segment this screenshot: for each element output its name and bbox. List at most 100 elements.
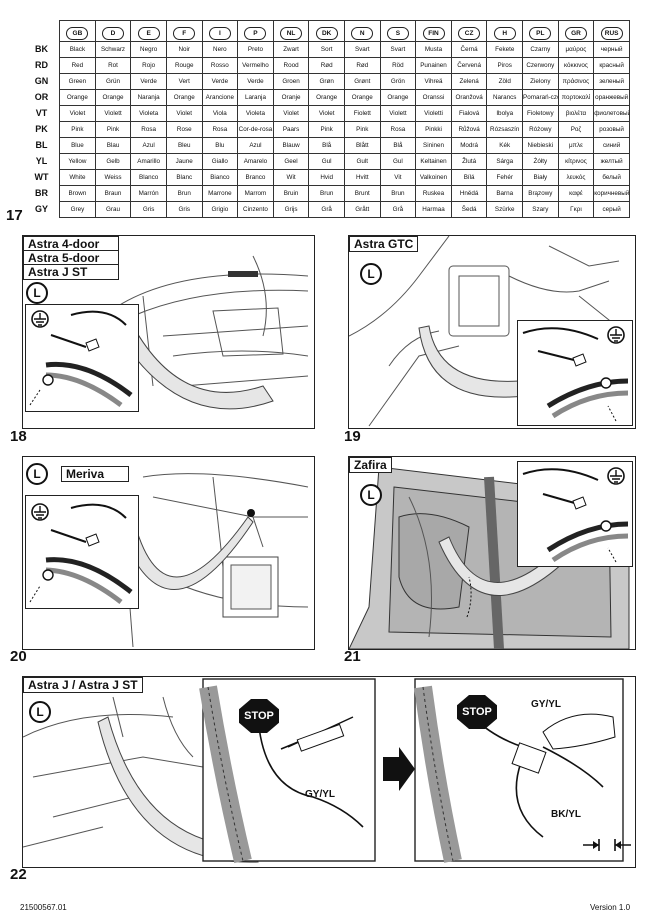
model-label-astra-5door: Astra 5-door [23, 250, 119, 266]
color-name-cell: Negro [130, 41, 167, 58]
color-name-cell: Blau [94, 137, 132, 154]
country-code-badge: S [386, 27, 409, 40]
color-name-cell: Preto [237, 41, 274, 58]
left-side-indicator: L [26, 282, 48, 304]
color-name-cell: Verde [237, 73, 274, 90]
color-name-cell: Brązowy [522, 185, 559, 202]
color-name-cell: Gris [130, 201, 167, 218]
country-code-badge: I [208, 27, 231, 40]
color-name-cell: πορτοκαλί [557, 89, 595, 106]
color-name-cell: Verde [201, 73, 239, 90]
color-name-cell: Pink [308, 121, 345, 138]
color-name-cell: Bruin [272, 185, 310, 202]
color-name-cell: Zielony [522, 73, 559, 90]
color-name-cell: Brunt [343, 185, 381, 202]
color-name-cell: Musta [415, 41, 452, 58]
color-name-cell: μαύρος [557, 41, 595, 58]
country-header: N [343, 20, 381, 42]
color-name-cell: πράσινος [557, 73, 595, 90]
step-number-17: 17 [6, 207, 23, 224]
color-name-cell: Fialová [450, 105, 488, 122]
color-name-cell: Blanc [165, 169, 203, 186]
color-name-cell: Blått [343, 137, 381, 154]
color-name-cell: Marrone [201, 185, 239, 202]
color-name-cell: Brun [379, 185, 417, 202]
color-name-cell: Rød [308, 57, 345, 74]
color-name-cell: Rood [272, 57, 310, 74]
color-name-cell: Marrom [237, 185, 274, 202]
color-code: RD [24, 57, 61, 74]
color-code: GY [24, 201, 61, 218]
ground-connection-icon [522, 467, 629, 563]
color-name-cell: Blå [308, 137, 345, 154]
panel-astra-j: Astra J / Astra J ST L STOP GY/YL STOP G… [22, 676, 636, 868]
color-name-cell: Hvid [308, 169, 345, 186]
color-name-cell: Niebieski [522, 137, 559, 154]
color-name-cell: Laranja [237, 89, 274, 106]
color-name-cell: Nero [201, 41, 239, 58]
country-header: RUS [593, 20, 630, 42]
country-code-badge: CZ [458, 27, 481, 40]
color-name-cell: Grått [343, 201, 381, 218]
model-label-meriva: Meriva [61, 466, 129, 482]
country-header: P [237, 20, 274, 42]
ground-detail-inset [517, 461, 633, 567]
color-code: PK [24, 121, 61, 138]
country-header: DK [308, 20, 345, 42]
color-name-cell: Verde [130, 73, 167, 90]
color-code: YL [24, 153, 61, 170]
country-code-badge: E [137, 27, 160, 40]
country-header: CZ [450, 20, 488, 42]
color-name-cell: фиолетовый [593, 105, 630, 122]
color-code: BR [24, 185, 61, 202]
color-name-cell: красный [593, 57, 630, 74]
country-header: S [379, 20, 417, 42]
color-name-cell: Orange [308, 89, 345, 106]
country-header: FIN [415, 20, 452, 42]
color-name-cell: Żółty [522, 153, 559, 170]
color-name-cell: Schwarz [94, 41, 132, 58]
color-name-cell: Bleu [165, 137, 203, 154]
color-name-cell: Grå [379, 201, 417, 218]
color-name-cell: Modrá [450, 137, 488, 154]
country-header: E [130, 20, 167, 42]
color-name-cell: Pink [343, 121, 381, 138]
stop-sign-icon: STOP [457, 695, 497, 729]
country-code-badge: D [102, 27, 125, 40]
car-interior-drawing [117, 473, 309, 648]
color-name-cell: Fiolett [343, 105, 381, 122]
color-name-cell: Oranje [272, 89, 310, 106]
color-name-cell: Viola [201, 105, 239, 122]
color-name-cell: желтый [593, 153, 630, 170]
color-name-cell: Šedá [450, 201, 488, 218]
color-name-cell: Grün [94, 73, 132, 90]
color-name-cell: Piros [486, 57, 524, 74]
color-name-cell: Gul [379, 153, 417, 170]
color-name-cell: Bílá [450, 169, 488, 186]
step-number-21: 21 [344, 648, 361, 665]
color-name-cell: Violet [59, 105, 96, 122]
country-header: GR [557, 20, 595, 42]
color-name-cell: Rose [165, 121, 203, 138]
color-name-cell: Orange [59, 89, 96, 106]
country-header: H [486, 20, 524, 42]
color-code: GN [24, 73, 61, 90]
color-name-cell: Violet [272, 105, 310, 122]
color-name-cell: Rosso [201, 57, 239, 74]
color-code: VT [24, 105, 61, 122]
model-label-astra-j: Astra J / Astra J ST [23, 677, 143, 693]
model-label-zafira: Zafira [349, 457, 392, 473]
country-code-badge: GR [564, 27, 587, 40]
color-name-cell: Violeta [237, 105, 274, 122]
color-name-cell: коричневый [593, 185, 630, 202]
left-side-indicator: L [29, 701, 51, 723]
stop-sign-icon: STOP [239, 699, 279, 733]
ground-connection-icon [522, 326, 629, 422]
color-name-cell: Czarny [522, 41, 559, 58]
color-name-cell: Ruskea [415, 185, 452, 202]
color-name-cell: Grå [308, 201, 345, 218]
color-name-cell: Oranssi [415, 89, 452, 106]
country-code-badge: DK [315, 27, 338, 40]
